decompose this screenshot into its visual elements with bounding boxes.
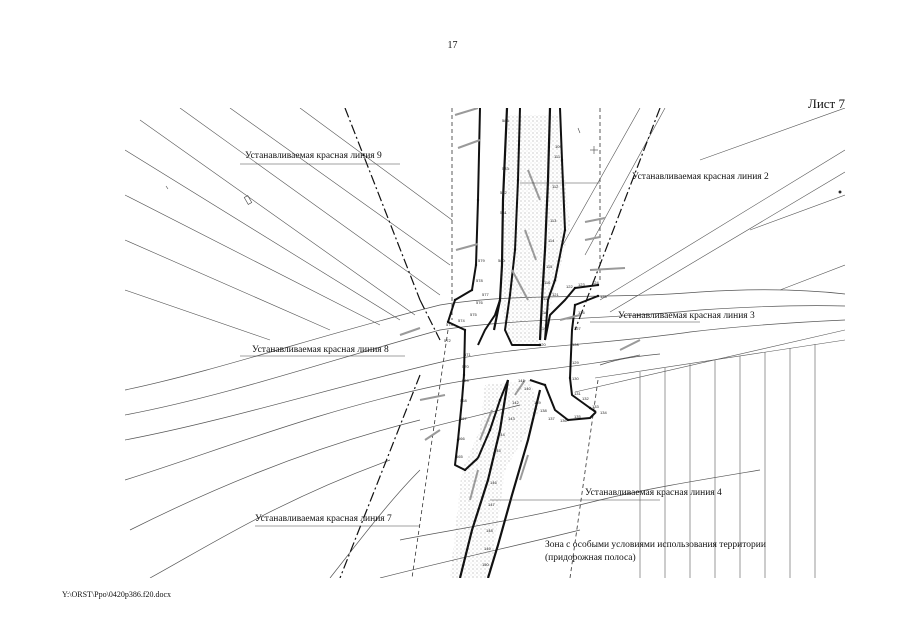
point-number: 121 [552, 292, 559, 297]
point-number: 124 [592, 280, 599, 285]
point-number: 112 [552, 184, 559, 189]
point-number: 127 [574, 326, 581, 331]
footer-file-path: Y:\ORST\Ppo\0420p386.f20.docx [62, 590, 172, 599]
point-number: 138 [540, 408, 547, 413]
point-number: 114 [548, 238, 555, 243]
point-number: 581 [500, 210, 507, 215]
point-number: 111 [554, 154, 561, 159]
point-number: 565 [456, 454, 463, 459]
point-number: 117 [543, 296, 550, 301]
point-number: 575 [470, 312, 477, 317]
point-number: 582 [500, 190, 507, 195]
point-number: 120 [539, 342, 546, 347]
point-number: 122 [566, 284, 573, 289]
point-number: 146 [490, 480, 497, 485]
label-zone-line1: Зона с особыми условиями использования т… [545, 539, 766, 550]
point-number: 578 [476, 278, 483, 283]
label-leaders [240, 163, 700, 527]
point-number: 571 [464, 352, 471, 357]
point-number: 135 [574, 414, 581, 419]
parcel-lines-right-bottom [574, 329, 845, 578]
point-number: 132 [582, 396, 589, 401]
point-number: 142 [512, 400, 519, 405]
label-red-line-4: Устанавливаемая красная линия 4 [585, 488, 722, 498]
point-number: 576 [476, 300, 483, 305]
point-number: 147 [488, 502, 495, 507]
point-number: 569 [462, 378, 469, 383]
point-number: 130 [572, 376, 579, 381]
dashed-boundaries [411, 108, 601, 578]
point-number: 128 [572, 342, 579, 347]
point-number: 134 [600, 410, 607, 415]
label-red-line-3: Устанавливаемая красная линия 3 [618, 311, 755, 321]
point-number: 579 [478, 258, 485, 263]
parcel-lines-right-top [559, 108, 845, 313]
point-number: 144 [498, 432, 505, 437]
point-number: 139 [534, 400, 541, 405]
point-number: 140 [524, 386, 531, 391]
point-number: 141 [518, 378, 525, 383]
point-number: 123 [578, 282, 585, 287]
point-number: 570 [462, 364, 469, 369]
point-number: 580 [498, 258, 505, 263]
point-number: 119 [540, 326, 547, 331]
point-number: 136 [560, 418, 567, 423]
point-number: 567 [460, 416, 467, 421]
point-number: 125 [600, 294, 607, 299]
point-number: 116 [544, 280, 551, 285]
road-band [125, 289, 845, 578]
point-number: 150 [482, 562, 489, 567]
point-number: 566 [458, 436, 465, 441]
point-number: 133 [592, 404, 599, 409]
point-number: 129 [572, 360, 579, 365]
point-number: 572 [444, 338, 451, 343]
label-zone-line2: (придорожная полоса) [545, 552, 636, 563]
point-number: 143 [508, 416, 515, 421]
label-red-line-7: Устанавливаемая красная линия 7 [255, 514, 392, 524]
point-number: 126 [578, 310, 585, 315]
label-red-line-8: Устанавливаемая красная линия 8 [252, 345, 389, 355]
point-number: 577 [482, 292, 489, 297]
point-number: 109 [555, 144, 562, 149]
survey-marks [165, 127, 842, 205]
point-number: 568 [460, 398, 467, 403]
point-number: 584 [502, 118, 509, 123]
point-number: 149 [484, 546, 491, 551]
point-number: 145 [494, 448, 501, 453]
point-labels: 109 111 112 113 114 115 116 117 118 119 120 121 122 1… [444, 118, 607, 567]
parcel-lines-left [125, 108, 453, 341]
sheet-label: Лист 7 [808, 96, 845, 111]
point-number: 118 [541, 310, 548, 315]
point-number: 148 [486, 528, 493, 533]
page-number: 17 [447, 40, 458, 51]
point-number: 115 [546, 264, 553, 269]
label-red-line-9: Устанавливаемая красная линия 9 [245, 151, 382, 161]
point-number: 573 [446, 322, 453, 327]
point-number: 574 [458, 318, 465, 323]
point-number: 583 [502, 166, 509, 171]
point-number: 137 [548, 416, 555, 421]
dash-dot-lines [339, 108, 661, 578]
road-markings [399, 108, 641, 501]
map-labels: Устанавливаемая красная линия 9 Устанавл… [245, 151, 769, 563]
label-red-line-2: Устанавливаемая красная линия 2 [632, 172, 769, 182]
point-number: 113 [550, 218, 557, 223]
highway-centerlines [458, 108, 552, 578]
point-number: 131 [574, 391, 581, 396]
vertex-markers [446, 158, 600, 472]
